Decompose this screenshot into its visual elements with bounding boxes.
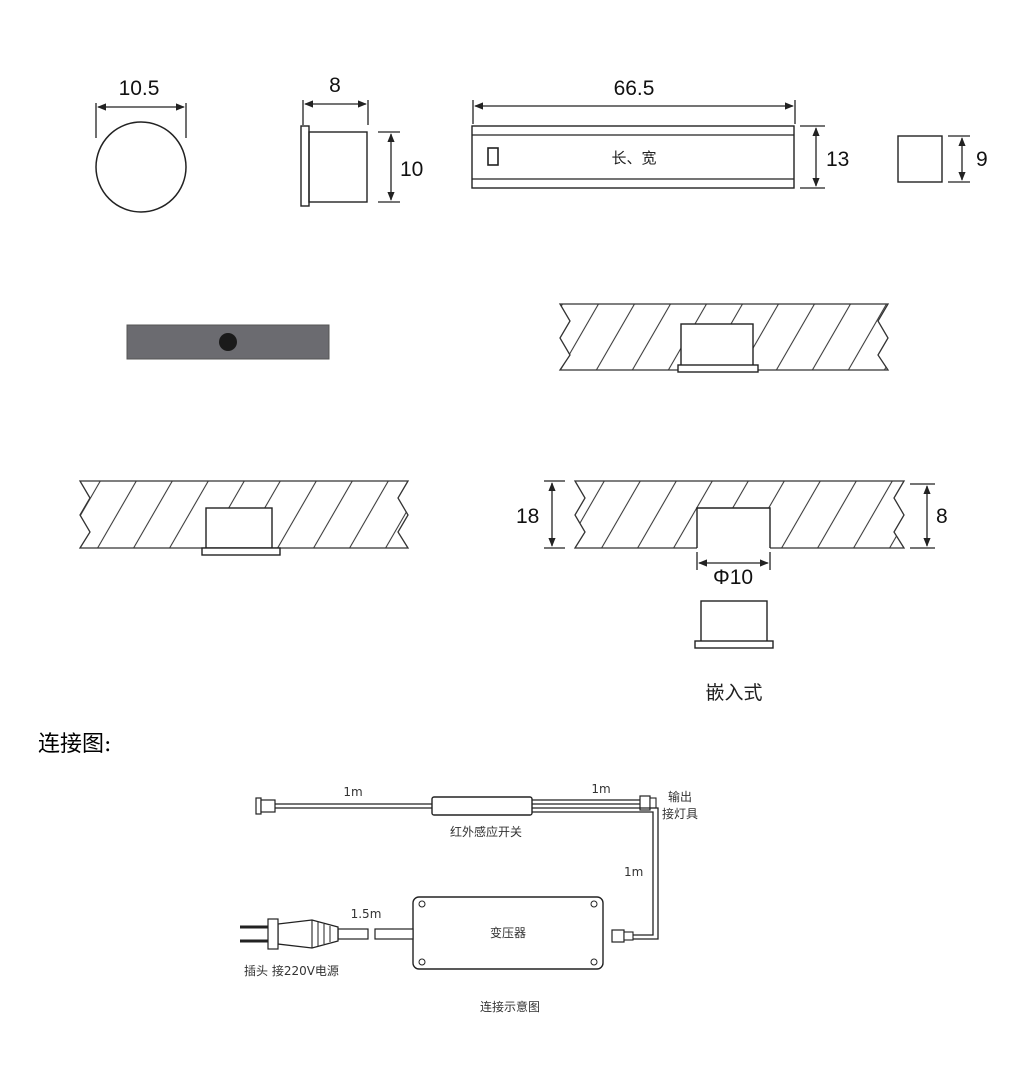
round-front-view: 10.5 (95, 77, 187, 213)
board-thickness-label: 18 (516, 505, 539, 528)
gray-panel-view (126, 324, 330, 360)
square-view: 9 (897, 135, 988, 183)
round-diameter-label: 10.5 (119, 77, 160, 100)
connection-heading: 连接图: (38, 732, 111, 757)
power-plug-icon (240, 918, 339, 950)
side-view: 8 10 (300, 74, 423, 207)
surface-mount-section (558, 303, 890, 373)
install-caption: 嵌入式 (705, 682, 762, 704)
len-vertical-label: 1m (624, 865, 643, 879)
bar-view: 66.5 长、宽 13 (471, 77, 849, 189)
output-label-2: 接灯具 (662, 806, 698, 821)
output-label-1: 输出 (668, 789, 692, 804)
len-right-label: 1m (591, 782, 610, 796)
bar-label: 长、宽 (611, 149, 656, 167)
bar-height-label: 13 (826, 148, 849, 171)
hole-diameter-label: Φ10 (713, 566, 753, 589)
sensor-head (255, 797, 276, 815)
bar-length-label: 66.5 (614, 77, 655, 100)
side-depth-label: 8 (329, 74, 341, 97)
drill-hole-section: 18 8 Φ10 嵌入式 (516, 480, 948, 704)
len-left-label: 1m (343, 785, 362, 799)
plug-label: 插头 接220V电源 (244, 963, 339, 978)
square-size-label: 9 (976, 148, 988, 171)
switch-label: 红外感应开关 (450, 824, 522, 839)
recessed-section-left (78, 480, 410, 556)
transformer-label: 变压器 (490, 925, 526, 940)
connection-diagram: 1m 红外感应开关 1m 输出 接灯具 1m 变压器 1.5m (240, 782, 698, 1014)
connection-caption: 连接示意图 (480, 999, 540, 1014)
transformer-connector (611, 929, 625, 943)
hole-depth-label: 8 (936, 505, 948, 528)
infrared-switch (431, 796, 533, 816)
len-plug-label: 1.5m (351, 907, 382, 921)
side-height-label: 10 (400, 158, 423, 181)
